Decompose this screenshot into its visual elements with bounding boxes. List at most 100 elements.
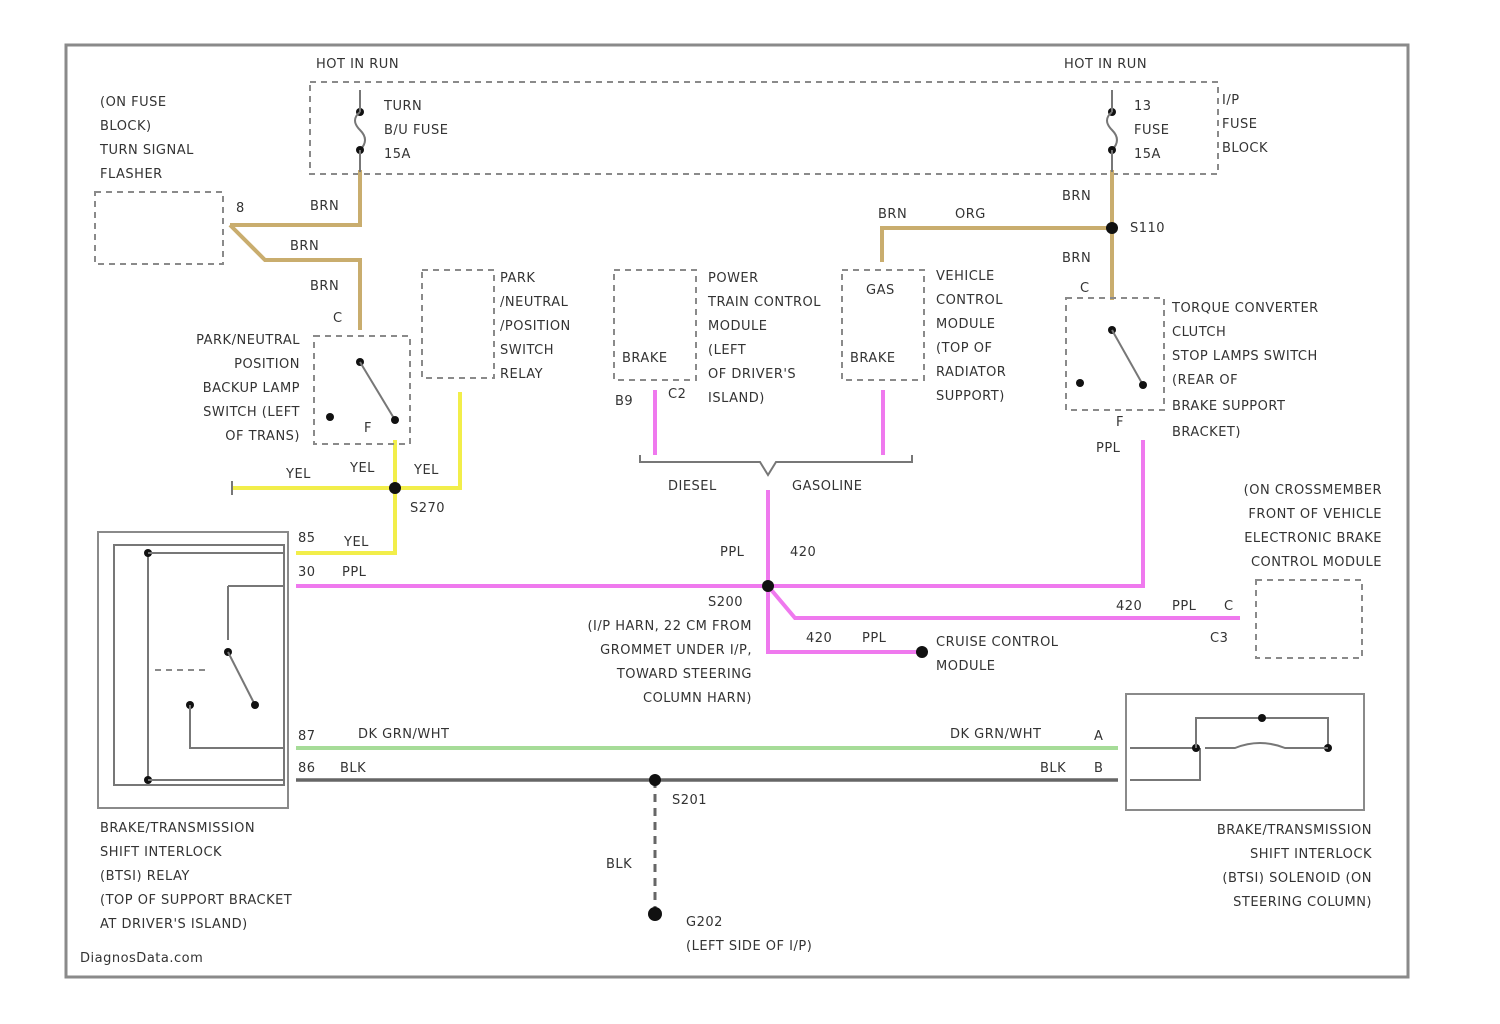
- org-label: ORG: [955, 207, 986, 222]
- vcm-label: VEHICLE CONTROL MODULE (TOP OF RADIATOR …: [936, 269, 1006, 404]
- svg-text:MODULE: MODULE: [936, 659, 995, 674]
- ppl-relay-label: PPL: [342, 565, 367, 580]
- tcc-switch-label: TORQUE CONVERTER CLUTCH STOP LAMPS SWITC…: [1171, 301, 1319, 440]
- svg-text:TRAIN CONTROL: TRAIN CONTROL: [707, 295, 821, 310]
- pin-f-tcc: F: [1116, 415, 1124, 430]
- yel-label-1: YEL: [285, 467, 311, 482]
- blk-down-label: BLK: [606, 857, 632, 872]
- ebcm-label: (ON CROSSMEMBER FRONT OF VEHICLE ELECTRO…: [1244, 483, 1382, 570]
- park-neutral-switch: [314, 336, 410, 444]
- pin-b: B: [1094, 761, 1103, 776]
- park-neutral-switch-label: PARK/NEUTRAL POSITION BACKUP LAMP SWITCH…: [196, 333, 300, 444]
- svg-text:FUSE: FUSE: [1222, 117, 1257, 132]
- svg-text:ELECTRONIC BRAKE: ELECTRONIC BRAKE: [1244, 531, 1382, 546]
- svg-text:G202: G202: [686, 915, 723, 930]
- svg-text:MODULE: MODULE: [708, 319, 767, 334]
- turn-signal-flasher: [95, 192, 223, 264]
- svg-text:CRUISE CONTROL: CRUISE CONTROL: [936, 635, 1059, 650]
- svg-text:/NEUTRAL: /NEUTRAL: [500, 295, 569, 310]
- svg-text:FLASHER: FLASHER: [100, 167, 163, 182]
- fuse-left: [355, 90, 365, 172]
- svg-text:(ON CROSSMEMBER: (ON CROSSMEMBER: [1244, 483, 1382, 498]
- brake-label-pcm: BRAKE: [622, 351, 668, 366]
- svg-text:15A: 15A: [1134, 147, 1161, 162]
- btsi-solenoid-label: BRAKE/TRANSMISSION SHIFT INTERLOCK (BTSI…: [1217, 823, 1372, 910]
- relay-pin-86: 86: [298, 761, 316, 776]
- pin-c2: C2: [668, 387, 686, 402]
- park-neutral-relay-box: [422, 270, 494, 378]
- svg-text:RADIATOR: RADIATOR: [936, 365, 1006, 380]
- s200-desc: (I/P HARN, 22 CM FROM GROMMET UNDER I/P,…: [587, 619, 752, 706]
- svg-text:TOWARD STEERING: TOWARD STEERING: [616, 667, 752, 682]
- svg-text:MODULE: MODULE: [936, 317, 995, 332]
- svg-text:STEERING COLUMN): STEERING COLUMN): [1233, 895, 1372, 910]
- svg-text:AT DRIVER'S ISLAND): AT DRIVER'S ISLAND): [100, 917, 248, 932]
- svg-text:(TOP OF: (TOP OF: [936, 341, 992, 356]
- svg-text:POWER: POWER: [708, 271, 759, 286]
- fuse-left-label: TURN B/U FUSE 15A: [383, 99, 448, 162]
- brake-label-vcm: BRAKE: [850, 351, 896, 366]
- svg-text:TURN: TURN: [383, 99, 422, 114]
- svg-text:/POSITION: /POSITION: [500, 319, 571, 334]
- svg-text:SUPPORT): SUPPORT): [936, 389, 1005, 404]
- svg-text:FUSE: FUSE: [1134, 123, 1169, 138]
- svg-text:(ON FUSE: (ON FUSE: [100, 95, 167, 110]
- diesel-gas-bracket: [640, 455, 912, 475]
- svg-text:BACKUP LAMP: BACKUP LAMP: [203, 381, 300, 396]
- conn-c3: C3: [1210, 631, 1228, 646]
- pin-c-tcc: C: [1080, 281, 1090, 296]
- brn-label-4: BRN: [878, 207, 907, 222]
- relay-pin-30: 30: [298, 565, 316, 580]
- svg-text:(I/P HARN, 22 CM FROM: (I/P HARN, 22 CM FROM: [587, 619, 752, 634]
- flasher-label: (ON FUSE BLOCK) TURN SIGNAL FLASHER: [99, 95, 194, 182]
- brn-label-1: BRN: [310, 199, 339, 214]
- svg-text:TURN SIGNAL: TURN SIGNAL: [99, 143, 194, 158]
- fuse-right: [1107, 90, 1117, 172]
- svg-text:TORQUE CONVERTER: TORQUE CONVERTER: [1171, 301, 1319, 316]
- svg-text:BRAKE/TRANSMISSION: BRAKE/TRANSMISSION: [1217, 823, 1372, 838]
- svg-text:SWITCH (LEFT: SWITCH (LEFT: [203, 405, 300, 420]
- svg-text:(BTSI) SOLENOID (ON: (BTSI) SOLENOID (ON: [1222, 871, 1372, 886]
- svg-text:BRACKET): BRACKET): [1172, 425, 1241, 440]
- pin-a: A: [1094, 729, 1103, 744]
- cruise-connector: [916, 646, 928, 658]
- gasoline-label: GASOLINE: [792, 479, 862, 494]
- dk-grn-wht-right: DK GRN/WHT: [950, 727, 1041, 742]
- svg-text:OF TRANS): OF TRANS): [225, 429, 300, 444]
- s110-label: S110: [1130, 221, 1165, 236]
- svg-text:BLOCK): BLOCK): [100, 119, 152, 134]
- relay-pin-85: 85: [298, 531, 316, 546]
- ebcm-box: [1256, 580, 1362, 658]
- num-420-b: 420: [1116, 599, 1142, 614]
- hot-in-run-right: HOT IN RUN: [1064, 57, 1147, 72]
- pin-f-pns: F: [364, 421, 372, 436]
- brn-label-6: BRN: [1062, 251, 1091, 266]
- svg-text:(LEFT SIDE OF I/P): (LEFT SIDE OF I/P): [686, 939, 812, 954]
- watermark: DiagnosData.com: [80, 951, 203, 966]
- svg-text:GROMMET UNDER I/P,: GROMMET UNDER I/P,: [600, 643, 752, 658]
- num-420-c: 420: [806, 631, 832, 646]
- svg-text:RELAY: RELAY: [500, 367, 543, 382]
- dk-grn-wht-left: DK GRN/WHT: [358, 727, 449, 742]
- splice-s110: [1106, 222, 1118, 234]
- btsi-relay-label: BRAKE/TRANSMISSION SHIFT INTERLOCK (BTSI…: [100, 821, 292, 932]
- brn-label-2: BRN: [290, 239, 319, 254]
- pin-c-ebcm: C: [1224, 599, 1234, 614]
- fuse-right-label: 13 FUSE 15A: [1134, 99, 1169, 162]
- yel-label-2: YEL: [349, 461, 375, 476]
- svg-text:SHIFT INTERLOCK: SHIFT INTERLOCK: [100, 845, 222, 860]
- svg-text:15A: 15A: [384, 147, 411, 162]
- svg-text:OF DRIVER'S: OF DRIVER'S: [708, 367, 796, 382]
- svg-text:(BTSI) RELAY: (BTSI) RELAY: [100, 869, 190, 884]
- btsi-solenoid: [1126, 694, 1364, 810]
- hot-in-run-left: HOT IN RUN: [316, 57, 399, 72]
- svg-text:BLOCK: BLOCK: [1222, 141, 1268, 156]
- pin-c-pns: C: [333, 311, 343, 326]
- ppl-420-label: PPL: [720, 545, 745, 560]
- diagram-frame: [66, 45, 1408, 977]
- svg-text:CONTROL MODULE: CONTROL MODULE: [1251, 555, 1382, 570]
- relay-pin-87: 87: [298, 729, 316, 744]
- ppl-420-c: PPL: [862, 631, 887, 646]
- cruise-label: CRUISE CONTROL MODULE: [936, 635, 1059, 674]
